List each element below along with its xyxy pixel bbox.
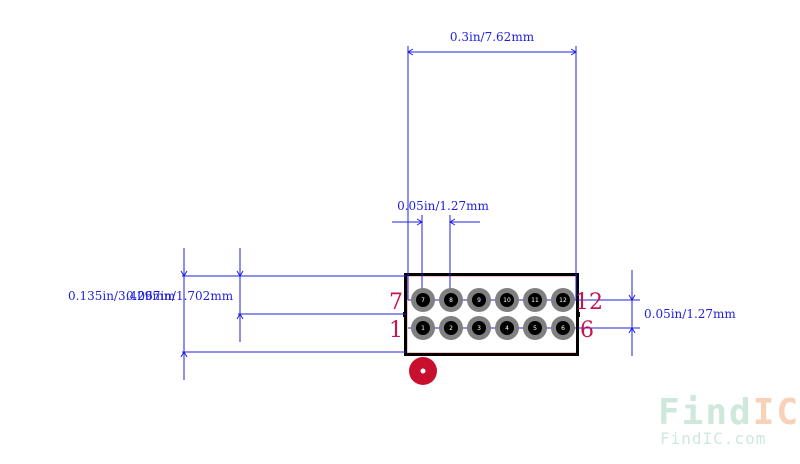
- pad-drill: [416, 321, 430, 335]
- component-body: [406, 275, 579, 354]
- pad-5: 5: [523, 316, 547, 340]
- pad-6: 6: [551, 316, 575, 340]
- pad-number: 3: [477, 325, 481, 332]
- pad-number: 2: [449, 325, 453, 332]
- pad-2: 2: [439, 316, 463, 340]
- pad-drill: [528, 321, 542, 335]
- pad-12: 12: [551, 288, 575, 312]
- pad-3: 3: [467, 316, 491, 340]
- dimension-arrows: [180, 48, 636, 358]
- pad-10: 10: [495, 288, 519, 312]
- pad-number: 8: [449, 297, 453, 304]
- pad-number: 7: [421, 297, 425, 304]
- pad-7: 7: [411, 288, 435, 312]
- pad-8: 8: [439, 288, 463, 312]
- pad-1: 1: [411, 316, 435, 340]
- watermark-logo-prefix: Find: [658, 392, 753, 433]
- pad-9: 9: [467, 288, 491, 312]
- watermark-logo-suffix: IC: [753, 392, 800, 433]
- pad-drill: [556, 293, 570, 307]
- dim-height-outer-label: 0.135in/3.429mm: [68, 289, 176, 303]
- pin-label-top-right: 12: [575, 290, 603, 315]
- outline-notch-right: [576, 312, 580, 317]
- pad-drill: [528, 293, 542, 307]
- pad-drill: [416, 293, 430, 307]
- dimension-lines: [182, 46, 640, 380]
- pad-number: 12: [559, 297, 567, 304]
- pad-number: 6: [561, 325, 565, 332]
- pad-number: 5: [533, 325, 537, 332]
- pad-number: 4: [505, 325, 509, 332]
- pad-drill: [472, 321, 486, 335]
- dim-height-inner-label: 0.067in/1.702mm: [126, 289, 234, 303]
- pad-4: 4: [495, 316, 519, 340]
- pad-number: 11: [531, 297, 539, 304]
- dim-pitch-vertical-label: 0.05in/1.27mm: [644, 307, 736, 321]
- watermark-logo: FindIC: [658, 392, 800, 433]
- dim-pitch-horizontal-label: 0.05in/1.27mm: [397, 199, 489, 213]
- pad-drill: [444, 321, 458, 335]
- watermark-url: FindIC.com: [660, 429, 766, 448]
- pad-number: 9: [477, 297, 481, 304]
- pad-drill: [500, 293, 514, 307]
- pin1-marker-dot: [420, 368, 426, 374]
- pin-label-bottom-left: 1: [389, 318, 403, 343]
- pad-drill: [472, 293, 486, 307]
- pad-number: 1: [421, 325, 425, 332]
- pin-label-top-left: 7: [389, 290, 403, 315]
- pad-drill: [556, 321, 570, 335]
- pad-11: 11: [523, 288, 547, 312]
- pin-label-bottom-right: 6: [580, 318, 594, 343]
- pad-drill: [500, 321, 514, 335]
- pad-number: 10: [503, 297, 511, 304]
- pad-drill: [444, 293, 458, 307]
- dim-total-width-label: 0.3in/7.62mm: [450, 30, 535, 44]
